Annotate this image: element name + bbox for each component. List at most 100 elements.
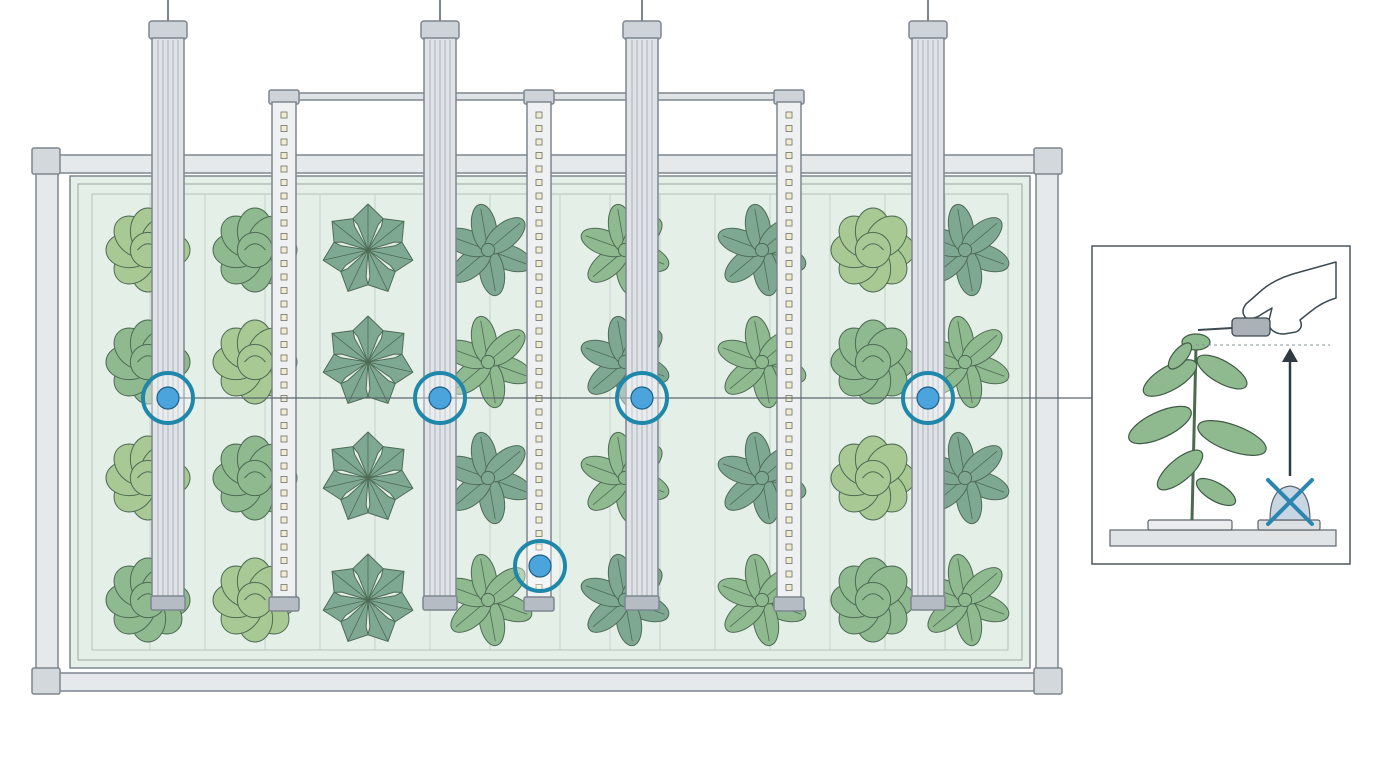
led-strip-body: [776, 101, 802, 599]
led-diode: [535, 408, 543, 416]
led-diode: [785, 368, 793, 375]
led-diode: [785, 570, 793, 578]
kale-plant: [322, 203, 414, 292]
lettuce-plant: [830, 557, 916, 643]
led-diode: [785, 300, 793, 308]
led-diode: [785, 192, 793, 200]
kale-rib: [347, 477, 369, 520]
kale-rib: [331, 571, 369, 601]
lettuce-fold: [244, 593, 266, 601]
led-diode: [535, 422, 543, 429]
led-diode: [785, 476, 793, 483]
sensor-marker: [413, 371, 467, 425]
kale-rib: [323, 249, 369, 261]
inset-plant-leaf: [1195, 477, 1237, 507]
lettuce-fold: [862, 593, 884, 601]
kale-leaf: [322, 241, 369, 273]
led-strip-end: [523, 596, 555, 612]
sensor-marker: [141, 371, 195, 425]
lettuce-fold: [862, 471, 884, 479]
kale-rib: [367, 477, 413, 489]
led-diode: [785, 408, 793, 416]
inset-plant-leaf: [1156, 449, 1204, 491]
led-diode: [785, 314, 793, 321]
spinach-center: [754, 470, 770, 486]
lettuce-heart: [854, 459, 892, 497]
sensor-dot: [528, 554, 552, 578]
kale-rib: [347, 249, 369, 292]
led-diode: [535, 489, 543, 497]
led-diode: [535, 179, 543, 186]
led-diode: [785, 422, 793, 429]
lettuce-heart: [854, 231, 892, 269]
led-diode: [785, 260, 793, 267]
kale-leaf: [367, 477, 396, 520]
led-diode: [785, 273, 793, 281]
sensor-dot: [916, 386, 940, 410]
kale-leaf: [367, 330, 405, 363]
spinach-center: [754, 242, 770, 258]
kale-rib: [367, 249, 413, 261]
spinach-center: [957, 592, 973, 608]
led-diode: [535, 125, 543, 132]
inset-plant-base: [1147, 519, 1233, 531]
led-diode: [280, 152, 288, 159]
tube-light-end: [624, 595, 660, 611]
kale-rib: [367, 599, 389, 642]
kale-leaf: [367, 568, 405, 601]
sensor-dot: [428, 386, 452, 410]
led-diode: [280, 489, 288, 497]
inset-plant-leaf: [1167, 342, 1193, 370]
led-diode: [535, 543, 543, 551]
kale-rib: [323, 361, 369, 373]
led-diode: [280, 314, 288, 321]
kale-leaf: [367, 249, 396, 292]
led-diode: [280, 408, 288, 416]
tube-light: [420, 0, 460, 611]
kale-leaf: [367, 446, 405, 479]
led-strip-light: [268, 89, 300, 612]
led-diode: [535, 111, 543, 119]
sensor-marker: [901, 371, 955, 425]
kale-leaf: [340, 599, 369, 642]
kale-rib: [367, 221, 405, 251]
led-diode: [535, 300, 543, 308]
led-diode: [785, 246, 793, 254]
kale-leaf: [340, 361, 369, 404]
frame-corner-joint: [31, 147, 61, 175]
led-diode: [535, 192, 543, 200]
sensor-dot: [630, 386, 654, 410]
led-diode: [785, 462, 793, 470]
inset-plant-leaf: [1197, 420, 1267, 456]
led-diode: [280, 381, 288, 389]
kale-leaf: [322, 353, 369, 385]
led-strip-body: [271, 101, 297, 599]
led-diode: [280, 503, 288, 510]
led-diode: [785, 152, 793, 159]
kale-leaf: [331, 446, 369, 479]
kale-plant: [322, 553, 414, 642]
kale-rib: [367, 361, 413, 373]
frame-right-post: [1035, 159, 1059, 689]
tube-light: [908, 0, 948, 611]
kale-rib: [367, 249, 389, 292]
led-diode: [535, 462, 543, 470]
frame-left-post: [35, 159, 59, 689]
led-diode: [280, 584, 288, 591]
led-diode: [280, 219, 288, 227]
led-diode: [785, 503, 793, 510]
led-diode: [535, 287, 543, 294]
kale-rib: [367, 449, 405, 479]
led-diode: [280, 300, 288, 308]
tube-light-cap: [908, 20, 948, 40]
kale-rib: [323, 477, 369, 489]
led-diode: [785, 584, 793, 591]
led-diode: [535, 381, 543, 389]
tube-light: [622, 0, 662, 611]
lettuce-plant: [830, 207, 916, 293]
lettuce-heart: [236, 231, 274, 269]
led-diode: [785, 557, 793, 564]
led-diode: [785, 138, 793, 146]
inset-x-mark-stroke: [1266, 478, 1314, 526]
tube-light-cap: [420, 20, 460, 40]
